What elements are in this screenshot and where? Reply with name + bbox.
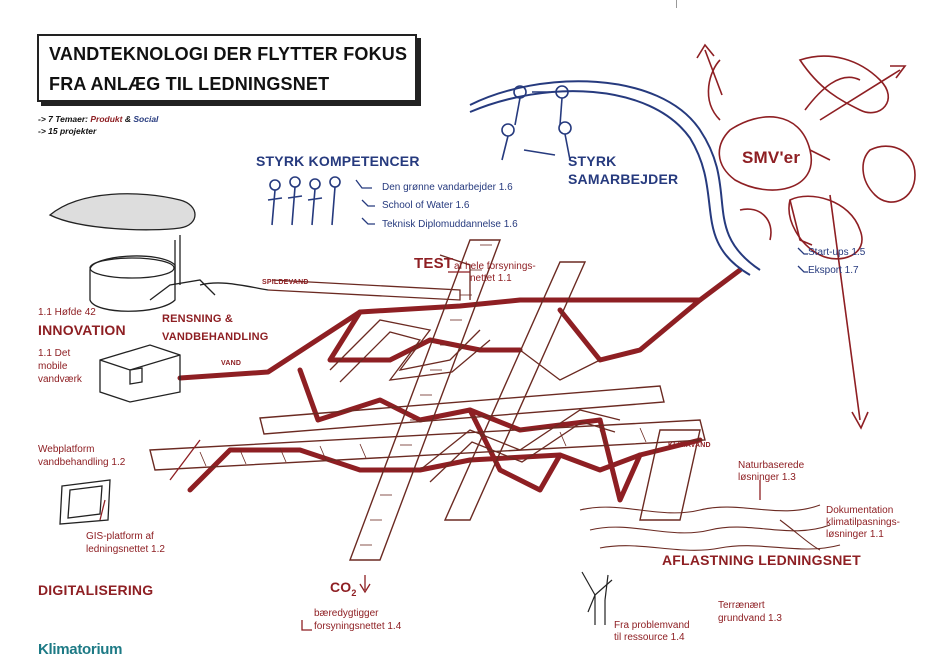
- smv-item-startups: Start-ups 1.5: [808, 247, 866, 258]
- webplatform-line-2: vandbehandling 1.2: [38, 457, 126, 468]
- smv-arrows: [696, 43, 907, 430]
- projects-line: -> 15 projekter: [38, 126, 97, 136]
- problemvand-line-2: til ressource 1.4: [614, 632, 685, 643]
- aflastning-heading: AFLASTNING LEDNINGSNET: [662, 552, 861, 568]
- title-line-1: VANDTEKNOLOGI DER FLYTTER FOKUS: [49, 44, 408, 64]
- river: [469, 80, 761, 276]
- themes-social: Social: [133, 114, 159, 124]
- dokumentation-line-1: Dokumentation: [826, 505, 894, 516]
- co2-detail-1: bæredygtigger: [314, 608, 379, 619]
- samarbejder-heading-2: SAMARBEJDER: [568, 171, 679, 187]
- co2-detail-2: forsyningsnettet 1.4: [314, 621, 402, 632]
- people-figures: [267, 85, 572, 226]
- terraen-line-2: grundvand 1.3: [718, 613, 782, 624]
- mobile-line-2: mobile: [38, 361, 68, 372]
- smv-item-eksport: Eksport 1.7: [808, 265, 859, 276]
- hofde-label: 1.1 Høfde 42: [38, 307, 96, 318]
- themes-and: &: [122, 114, 134, 124]
- dokumentation-line-3: løsninger 1.1: [826, 529, 884, 540]
- kompetencer-item-3: Teknisk Diplomuddannelse 1.6: [382, 219, 518, 230]
- kompetencer-item-2: School of Water 1.6: [382, 200, 470, 211]
- hatched-pipes: [149, 239, 706, 561]
- edge-mark: [676, 0, 677, 8]
- co2-subscript: 2: [351, 587, 357, 598]
- webplatform-line-1: Webplatform: [38, 444, 95, 455]
- pointer-arrows: [99, 271, 761, 631]
- solar-panel: [59, 479, 111, 525]
- naturbaserede-line-1: Naturbaserede: [738, 460, 805, 471]
- spildevand-label: SPILDEVAND: [262, 279, 309, 286]
- themes-line: -> 7 Temaer: Produkt & Social: [38, 114, 158, 124]
- pipe-network: [177, 267, 743, 503]
- test-heading: TEST: [414, 255, 454, 272]
- title-line-2: FRA ANLÆG TIL LEDNINGSNET: [49, 74, 330, 94]
- vand-label: VAND: [221, 360, 242, 367]
- rensning-heading-1: RENSNING &: [162, 313, 234, 325]
- test-detail-1: af hele forsynings-: [454, 261, 536, 272]
- co2-text: CO: [330, 579, 352, 595]
- klimavand-label: KLIMAVAND: [668, 442, 711, 449]
- mobile-waterworks: [99, 344, 181, 403]
- wind-turbines: [581, 571, 613, 625]
- wastewater-plant: [48, 193, 269, 312]
- problemvand-line-1: Fra problemvand: [614, 620, 690, 631]
- gis-line-1: GIS-platform af: [86, 531, 154, 542]
- rensning-heading-2: VANDBEHANDLING: [162, 331, 269, 343]
- samarbejder-heading-1: STYRK: [568, 153, 617, 169]
- blue-bullet-arrows: [355, 179, 808, 273]
- innovation-heading: INNOVATION: [38, 322, 126, 338]
- terraen-line-1: Terrænært: [718, 600, 765, 611]
- naturbaserede-line-2: løsninger 1.3: [738, 472, 796, 483]
- themes-produkt: Produkt: [90, 114, 123, 124]
- outlined-pipes: [267, 254, 621, 483]
- klimatorium-logo: Klimatorium: [38, 641, 123, 658]
- mobile-line-1: 1.1 Det: [38, 348, 71, 359]
- mobile-line-3: vandværk: [38, 374, 82, 385]
- dokumentation-line-2: klimatilpasnings-: [826, 517, 900, 528]
- title-box: VANDTEKNOLOGI DER FLYTTER FOKUS FRA ANLÆ…: [37, 34, 417, 102]
- waves: [579, 504, 841, 551]
- themes-prefix: -> 7 Temaer:: [38, 114, 91, 124]
- co2-label: CO2: [330, 579, 357, 598]
- hatch-lines: [199, 244, 647, 546]
- test-detail-2: nettet 1.1: [470, 273, 512, 284]
- digitalisering-heading: DIGITALISERING: [38, 582, 154, 598]
- map-islands: [707, 55, 916, 260]
- kompetencer-item-1: Den grønne vandarbejder 1.6: [382, 182, 513, 193]
- gis-line-2: ledningsnettet 1.2: [86, 544, 165, 555]
- kompetencer-heading: STYRK KOMPETENCER: [256, 153, 420, 169]
- smv-label: SMV'er: [742, 148, 801, 167]
